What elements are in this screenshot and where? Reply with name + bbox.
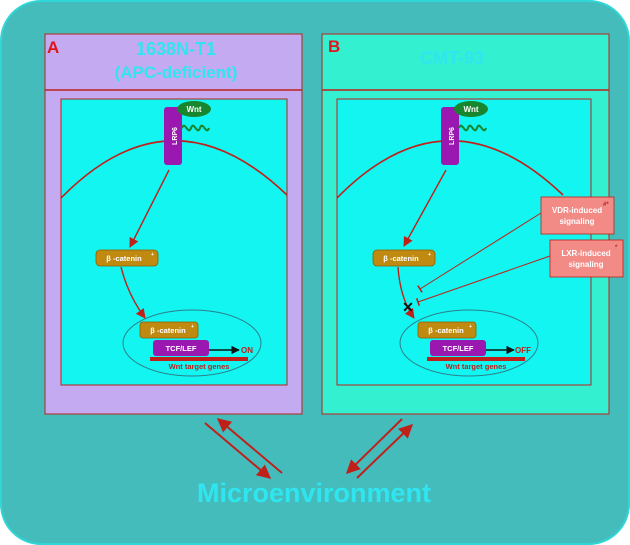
panel-b-nuclear-beta-catenin-sup: + xyxy=(469,324,472,330)
panel-a-title-line1: 1638N-T1 xyxy=(136,39,216,59)
panel-b-block-mark: ✕ xyxy=(402,299,414,315)
panel-b-tcf-lef-box xyxy=(430,340,486,356)
panel-b-lxr-line2: signaling xyxy=(568,260,603,269)
panel-b-arrow-to-nucleus xyxy=(397,266,415,319)
panel-b-vdr-marks: #* xyxy=(603,202,609,208)
panel-a-beta-catenin-box xyxy=(95,249,159,267)
panel-b-title: CMT-93 xyxy=(420,48,484,68)
panel-b-nuclear-beta-catenin-box xyxy=(417,321,477,339)
panel-b-wnt-label: Wnt xyxy=(463,105,478,114)
panel-a-state-on: ON xyxy=(241,346,253,355)
panel-b-lrp6-label: LRP6 xyxy=(449,127,456,145)
panel-a-wnt-label: Wnt xyxy=(186,105,201,114)
panel-b-to-microenvironment-arrow xyxy=(346,418,403,474)
panel-a-beta-catenin-sup: + xyxy=(151,252,154,258)
panel-b-letter: B xyxy=(328,37,340,56)
panel-b-lxr-marks: * xyxy=(615,245,618,251)
panel-a-letter: A xyxy=(47,38,59,57)
panel-a-nuclear-beta-catenin-sup: + xyxy=(191,324,194,330)
panel-a-title-line2: (APC-deficient) xyxy=(115,63,238,82)
panel-b: B CMT-93 LRP6 Wnt β -catenin + ✕ VDR-ind… xyxy=(321,33,624,415)
panel-a-frizzled-icon xyxy=(181,124,210,132)
panel-a-arrow-to-beta-catenin xyxy=(129,169,170,248)
panel-b-tcf-lef-label: TCF/LEF xyxy=(443,344,474,353)
panel-b-beta-catenin-sup: + xyxy=(428,252,431,258)
panel-b-vdr-line2: signaling xyxy=(559,217,594,226)
panel-b-target-genes: Wnt target genes xyxy=(446,362,507,371)
panel-b-wnt-ligand xyxy=(454,101,488,117)
panel-b-arrow-to-beta-catenin xyxy=(403,169,447,247)
panel-a-tcf-lef-box xyxy=(153,340,209,356)
microenvironment-interaction-arrows xyxy=(204,418,414,479)
panel-b-beta-catenin-box xyxy=(372,249,436,267)
panel-a-target-genes: Wnt target genes xyxy=(169,362,230,371)
panel-b-lrp6-receptor xyxy=(441,107,459,165)
panel-b-beta-catenin-label: β -catenin xyxy=(383,254,419,263)
panel-a-lrp6-label: LRP6 xyxy=(172,127,179,145)
panel-b-vdr-line1: VDR-induced xyxy=(552,206,602,215)
microenvironment-label: Microenvironment xyxy=(197,478,431,508)
panel-a-nuclear-beta-catenin-label: β -catenin xyxy=(150,326,186,335)
panel-b-vdr-inhibition-line xyxy=(417,212,542,293)
panel-b-state-off: OFF xyxy=(515,346,531,355)
panel-a-wnt-ligand xyxy=(177,101,211,117)
panel-b-lxr-line1: LXR-induced xyxy=(561,249,610,258)
panel-a-beta-catenin-label: β -catenin xyxy=(106,254,142,263)
panel-b-vdr-signaling-box xyxy=(540,196,615,235)
panel-a-nuclear-beta-catenin-box xyxy=(139,321,199,339)
panel-b-nuclear-beta-catenin-label: β -catenin xyxy=(428,326,464,335)
microenvironment-to-panel-b-arrow xyxy=(356,424,414,479)
panel-b-frizzled-icon xyxy=(458,124,487,132)
panel-a-tcf-lef-label: TCF/LEF xyxy=(166,344,197,353)
panel-b-lxr-inhibition-line xyxy=(415,255,551,307)
microenvironment-to-panel-a-arrow xyxy=(216,418,283,474)
panel-a-arrow-to-nucleus xyxy=(120,266,146,319)
panel-a-lrp6-receptor xyxy=(164,107,182,165)
panel-a: A 1638N-T1 (APC-deficient) LRP6 Wnt β -c… xyxy=(44,33,303,415)
panel-a-to-microenvironment-arrow xyxy=(204,422,272,479)
panel-b-lxr-signaling-box xyxy=(549,239,624,278)
